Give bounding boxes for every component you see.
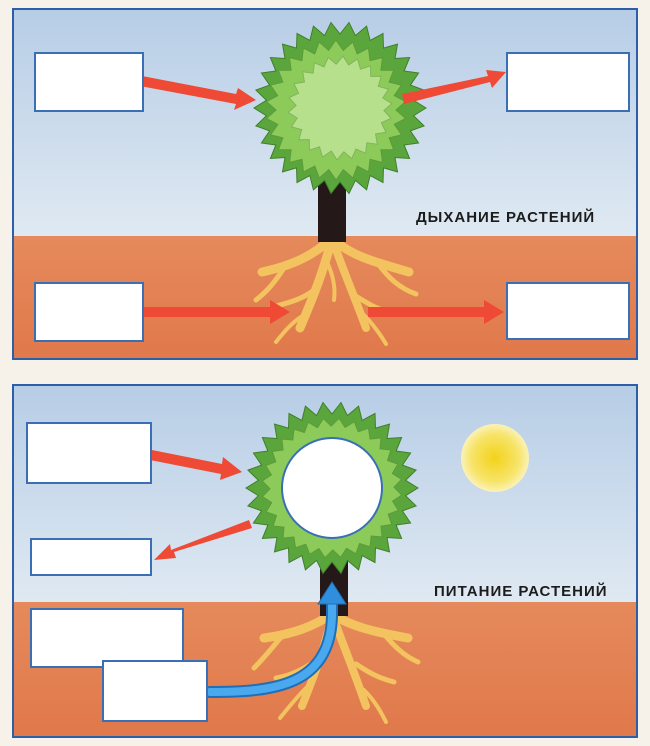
arrow-roots-to-soil xyxy=(368,300,504,324)
answer-box-soil-minerals[interactable] xyxy=(102,660,208,722)
tree-crown-inner xyxy=(287,55,393,161)
arrow-soil-to-roots xyxy=(144,300,290,324)
respiration-panel: ДЫХАНИЕ РАСТЕНИЙ xyxy=(12,8,638,360)
arrow-air-to-leaves xyxy=(140,76,256,110)
nutrition-panel: ПИТАНИЕ РАСТЕНИЙ xyxy=(12,384,638,738)
arrow-leaves-to-box xyxy=(154,520,252,560)
answer-box-air-out[interactable] xyxy=(506,52,630,112)
answer-box-air-in[interactable] xyxy=(34,52,144,112)
answer-box-soil-water[interactable] xyxy=(30,608,184,668)
arrow-air-to-leaves xyxy=(150,450,242,480)
respiration-caption: ДЫХАНИЕ РАСТЕНИЙ xyxy=(416,209,596,226)
nutrition-caption: ПИТАНИЕ РАСТЕНИЙ xyxy=(434,583,608,600)
answer-box-soil-in[interactable] xyxy=(34,282,144,342)
arrow-water-up-trunk xyxy=(204,581,347,698)
arrow-leaves-to-air xyxy=(402,70,506,104)
nutrition-scene xyxy=(14,386,636,736)
answer-box-leaves-out[interactable] xyxy=(30,538,152,576)
answer-circle-leaves[interactable] xyxy=(281,437,383,539)
answer-box-air-in[interactable] xyxy=(26,422,152,484)
sun-icon xyxy=(461,424,529,492)
answer-box-soil-out[interactable] xyxy=(506,282,630,340)
